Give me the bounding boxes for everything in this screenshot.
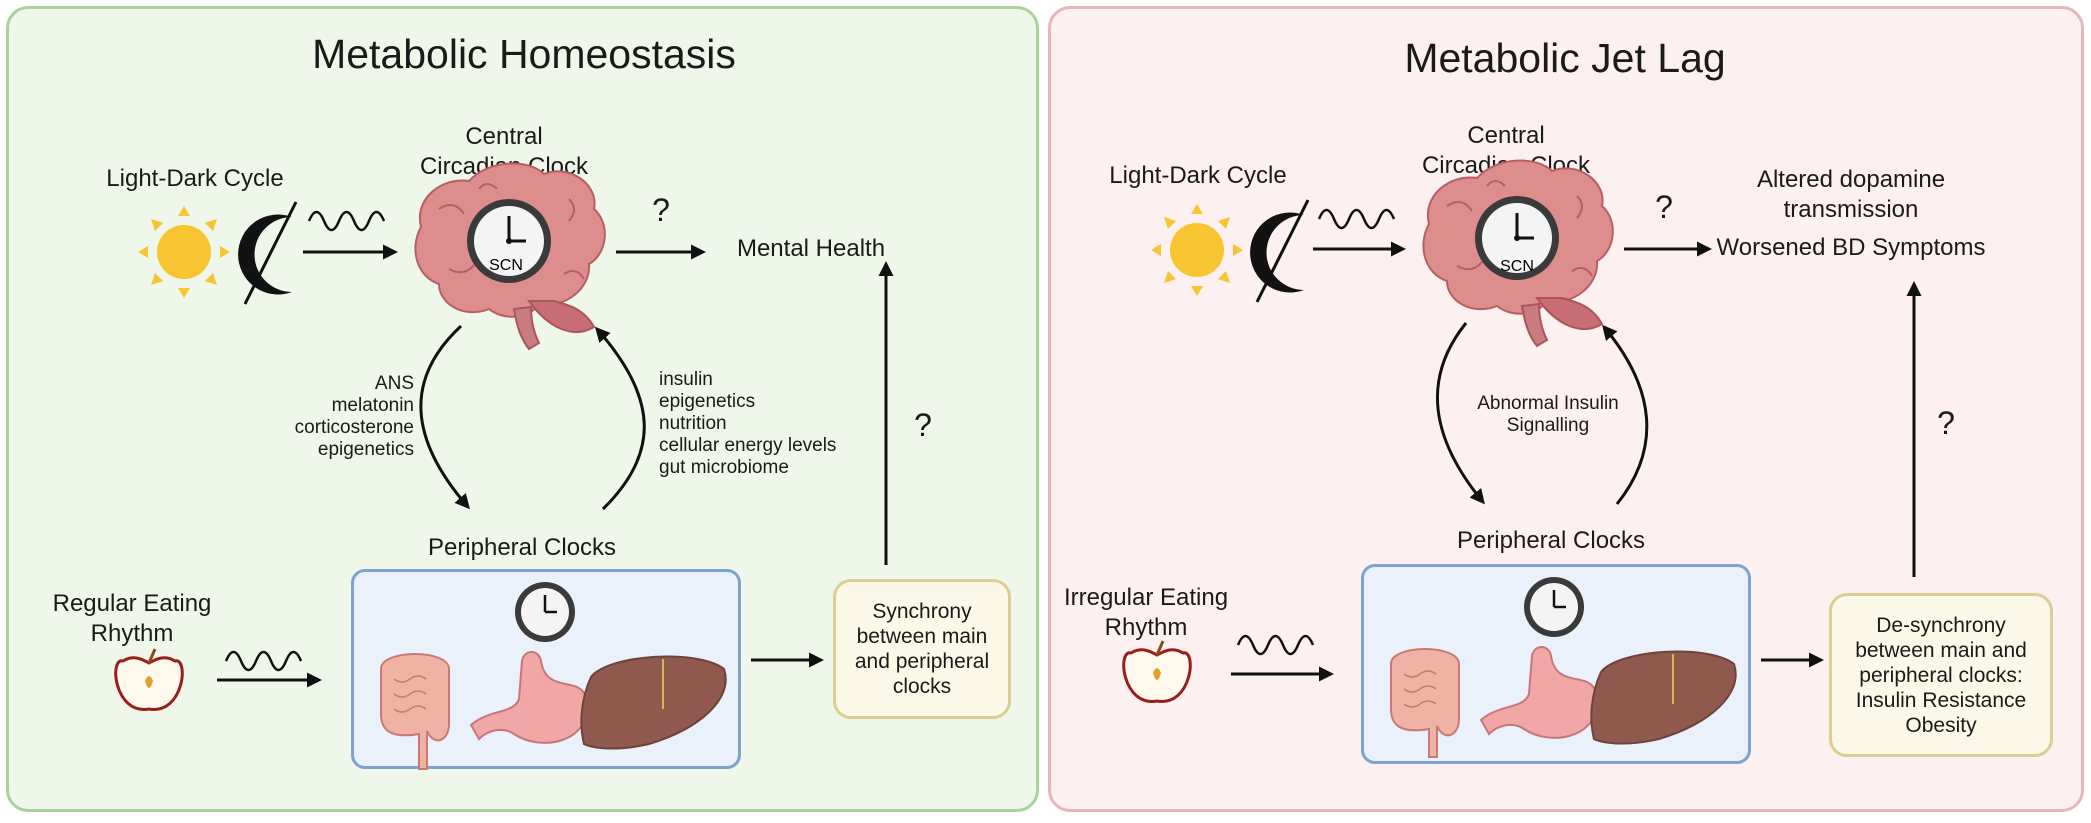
moon-icon	[238, 214, 292, 295]
liver-icon	[1590, 650, 1737, 745]
intestine-icon	[380, 653, 450, 770]
clock-icon	[467, 199, 551, 283]
desynchrony-box: De-synchrony between main and peripheral…	[1829, 593, 2053, 757]
mental-health-label: Mental Health	[736, 235, 886, 262]
wave-icon	[1236, 634, 1315, 656]
wave-icon	[1317, 208, 1396, 230]
light-dark-label: Light-Dark Cycle	[106, 165, 284, 192]
eating-rhythm-label: Irregular Eating Rhythm	[1063, 584, 1229, 641]
peripheral-clocks-label: Peripheral Clocks	[1456, 527, 1646, 554]
worsened-bd-label: Worsened BD Symptoms	[1716, 234, 1986, 261]
light-dark-label: Light-Dark Cycle	[1109, 162, 1287, 189]
synchrony-text: Synchrony between main and peripheral cl…	[854, 600, 990, 698]
panel-title: Metabolic Homeostasis	[312, 31, 736, 77]
clock-icon	[1475, 196, 1559, 280]
panel-metabolic-jet-lag: Metabolic Jet Lag Light-Dark Cycle Centr…	[1048, 6, 2084, 812]
left-diagram-graphics	[114, 162, 894, 770]
question-mark: ?	[652, 192, 670, 228]
clock-icon	[1524, 577, 1584, 637]
liver-icon	[580, 655, 727, 750]
altered-dopamine-label: Altered dopamine transmission	[1756, 166, 1946, 223]
panel-title: Metabolic Jet Lag	[1404, 35, 1726, 81]
abnormal-insulin-label: Abnormal Insulin Signalling	[1477, 393, 1619, 436]
sun-icon	[1151, 204, 1243, 296]
intestine-icon	[1390, 648, 1460, 758]
desynchrony-text: De-synchrony between main and peripheral…	[1855, 613, 2027, 737]
apple-icon	[114, 648, 184, 711]
stomach-icon	[1479, 646, 1599, 739]
divider-slash	[1255, 199, 1310, 303]
central-to-peripheral-signals: ANS melatonin corticosterone epigenetics	[294, 373, 414, 460]
wave-icon	[307, 210, 386, 232]
peripheral-to-central-signals: insulin epigenetics nutrition cellular e…	[659, 369, 837, 478]
scn-label: SCN	[1500, 258, 1534, 275]
panel-metabolic-homeostasis: Metabolic Homeostasis Light-Dark Cycle C…	[6, 6, 1039, 812]
apple-icon	[1122, 640, 1192, 703]
question-mark: ?	[914, 407, 932, 443]
clock-icon	[515, 582, 575, 642]
question-mark: ?	[1655, 189, 1673, 225]
peripheral-clocks-label: Peripheral Clocks	[427, 534, 617, 561]
stomach-icon	[469, 651, 589, 744]
sun-icon	[138, 206, 230, 298]
divider-slash	[243, 201, 298, 305]
eating-rhythm-label: Regular Eating Rhythm	[52, 590, 212, 647]
right-diagram-graphics: SCN	[1122, 159, 1922, 758]
question-mark: ?	[1937, 405, 1955, 441]
moon-icon	[1250, 212, 1304, 293]
synchrony-box: Synchrony between main and peripheral cl…	[833, 579, 1011, 719]
wave-icon	[224, 650, 303, 672]
